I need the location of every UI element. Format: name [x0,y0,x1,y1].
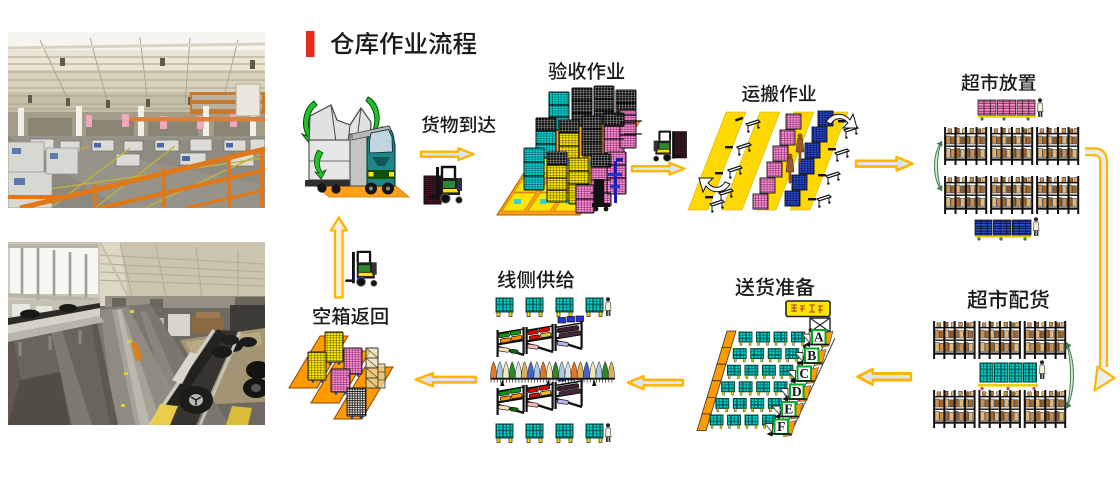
svg-text:D: D [792,384,802,399]
svg-text:B: B [807,348,816,363]
svg-text:A: A [814,330,824,345]
svg-text:C: C [799,366,809,381]
svg-text:E: E [784,402,793,417]
svg-text:F: F [777,419,785,434]
